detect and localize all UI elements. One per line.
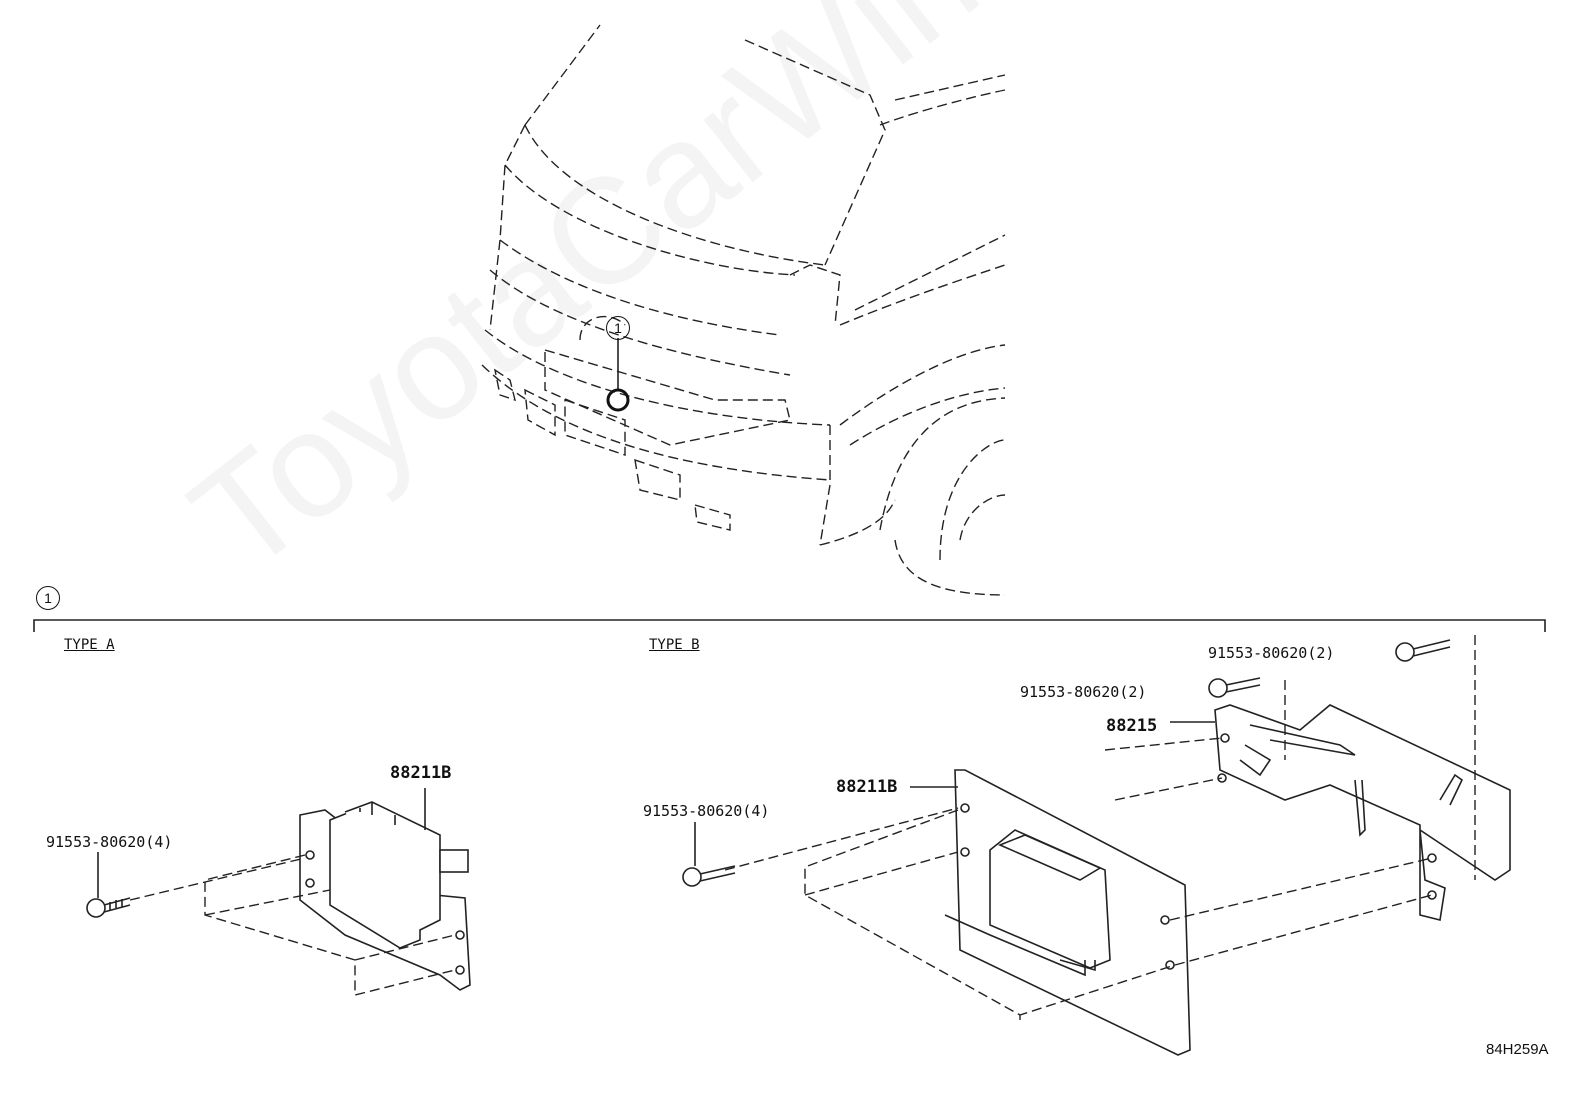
type-b-screw-2-label: 91553-80620(2) bbox=[1208, 644, 1335, 662]
type-b-module-label: 88211B bbox=[836, 777, 898, 797]
location-ring bbox=[606, 388, 630, 412]
type-a-assembly bbox=[86, 788, 471, 996]
section-number: 1 bbox=[36, 586, 60, 610]
type-a-module-label: 88211B bbox=[390, 763, 452, 783]
type-b-screw-1-label: 91553-80620(2) bbox=[1020, 683, 1147, 701]
vehicle-callout-number: 1 bbox=[606, 316, 630, 340]
diagram-code: 84H259A bbox=[1486, 1041, 1549, 1058]
type-b-assembly bbox=[682, 635, 1511, 1056]
vehicle-outline bbox=[481, 24, 1006, 596]
type-b-bracket-label: 88215 bbox=[1106, 716, 1158, 736]
type-a-heading: TYPE A bbox=[64, 637, 115, 653]
type-b-heading: TYPE B bbox=[649, 637, 700, 653]
type-a-screw-label: 91553-80620(4) bbox=[46, 833, 173, 851]
section-bracket bbox=[33, 619, 1546, 632]
type-b-screw-main-label: 91553-80620(4) bbox=[643, 802, 770, 820]
